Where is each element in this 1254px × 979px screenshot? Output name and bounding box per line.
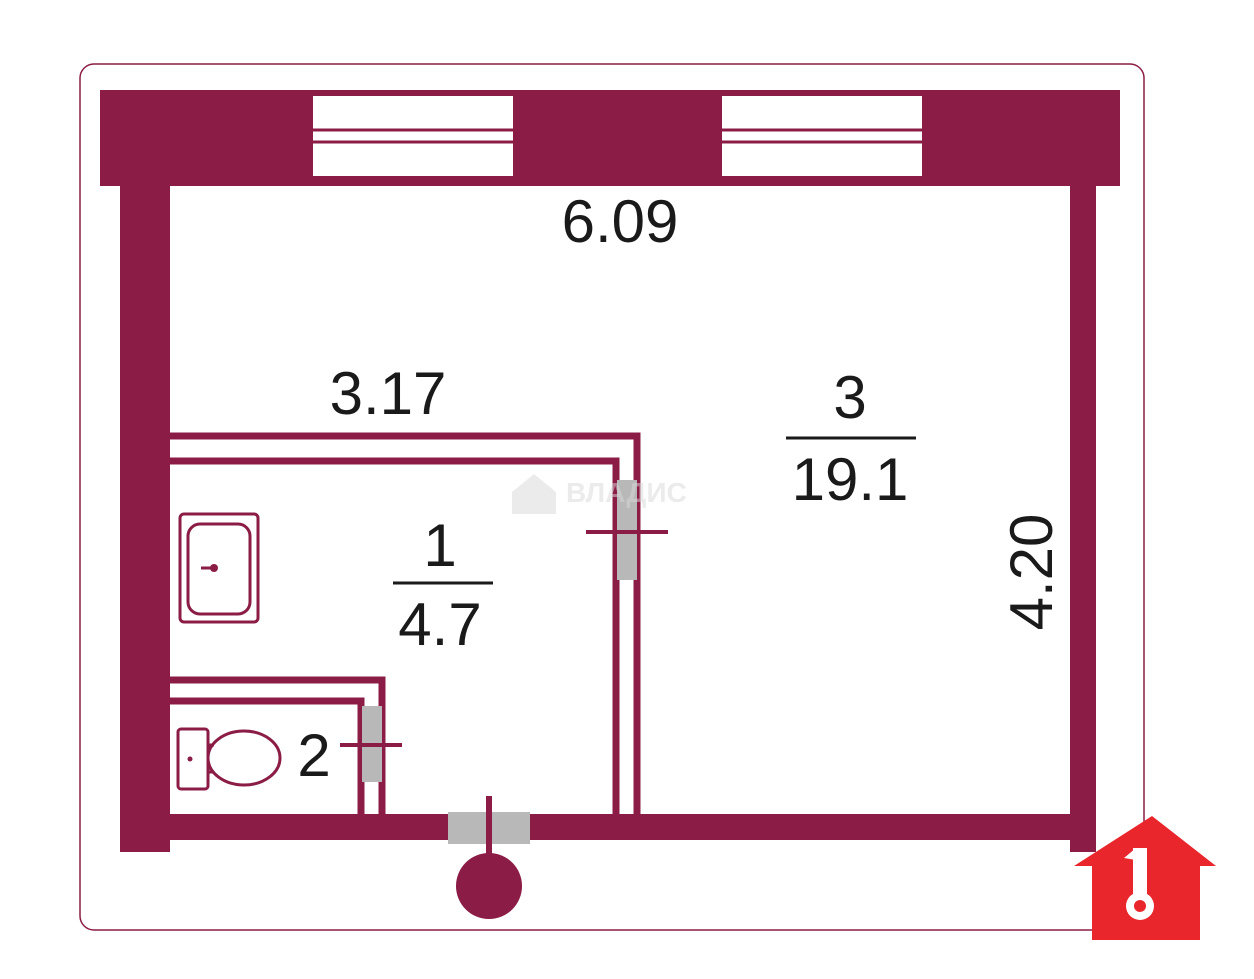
room-3-label: 3 19.1 [786,364,916,513]
wc-partition-inner [170,697,365,814]
exterior-walls [100,90,1120,852]
watermark: ВЛАДИС [512,474,687,514]
room-3-area: 19.1 [792,446,909,513]
bottom-right-corner [1070,830,1096,852]
bathroom-partition-inner [170,457,620,814]
window-right [722,96,922,176]
dimension-bath-width: 3.17 [330,360,447,427]
dimension-right-height: 4.20 [998,514,1065,631]
bottom-wall [120,814,1096,840]
room-2-number: 2 [297,722,330,789]
window-left [313,96,513,176]
sink-icon [178,512,260,624]
house-icon [512,474,556,514]
bathroom-partition-outer [170,432,641,814]
room-1-number: 1 [423,512,456,579]
entrance-marker-icon [456,853,522,919]
top-wall [100,90,1120,186]
plan-frame [79,63,1145,931]
left-wall [120,184,170,852]
dimension-top-width: 6.09 [562,188,679,255]
room-1-label: 1 4.7 [393,512,493,658]
room-1-area: 4.7 [398,591,481,658]
room-3-number: 3 [833,364,866,431]
house-key-icon [1074,816,1216,940]
toilet-icon [176,727,282,791]
right-wall [1070,184,1096,840]
watermark-text: ВЛАДИС [566,477,687,508]
doors [340,480,668,862]
